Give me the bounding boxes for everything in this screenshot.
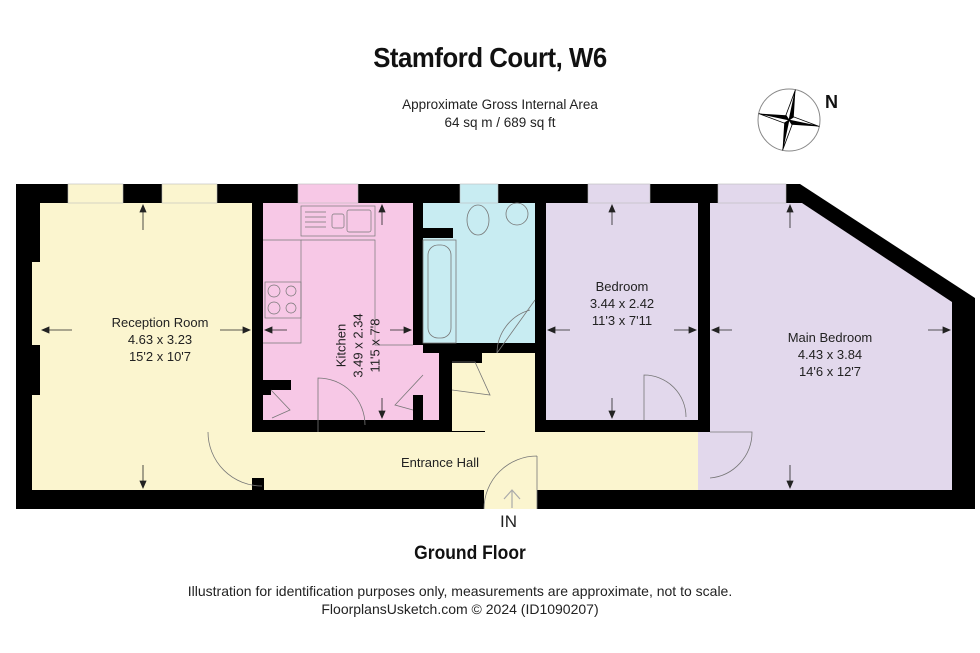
label-main-bedroom: Main Bedroom 4.43 x 3.84 14'6 x 12'7 [787,330,873,379]
bathroom-fixtures [422,202,529,344]
room-entrance-hall [208,353,698,490]
floor-label: Ground Floor [414,543,526,564]
label-reception-room: Reception Room 4.63 x 3.23 15'2 x 10'7 [111,315,209,364]
compass-rose-icon [757,88,821,152]
room-bedroom [546,203,698,420]
area-label: Approximate Gross Internal Area [402,97,598,112]
dimension-arrows [40,203,952,490]
gross-internal-area: Approximate Gross Internal Area 64 sq m … [0,96,980,132]
room-bathroom [423,203,535,353]
windows [67,183,218,204]
label-entrance-hall: Entrance Hall [400,455,480,470]
plan-title: Stamford Court, W6 [373,42,607,73]
disclaimer-text: Illustration for identification purposes… [187,583,733,599]
credit-text: FloorplansUsketch.com © 2024 (ID1090207) [321,601,599,617]
footer: Illustration for identification purposes… [0,582,920,618]
area-value: 64 sq m / 689 sq ft [444,115,556,130]
label-bedroom: Bedroom 3.44 x 2.42 11'3 x 7'11 [589,279,655,328]
room-main-bedroom [710,203,952,490]
kitchen-fixtures [263,205,413,346]
label-kitchen: Kitchen 3.49 x 2.34 11'5 x 7'8 [333,313,383,378]
room-reception [32,203,252,490]
north-label: N [825,92,838,112]
entry-arrow-icon [503,489,521,508]
entry-label: IN [500,512,517,531]
